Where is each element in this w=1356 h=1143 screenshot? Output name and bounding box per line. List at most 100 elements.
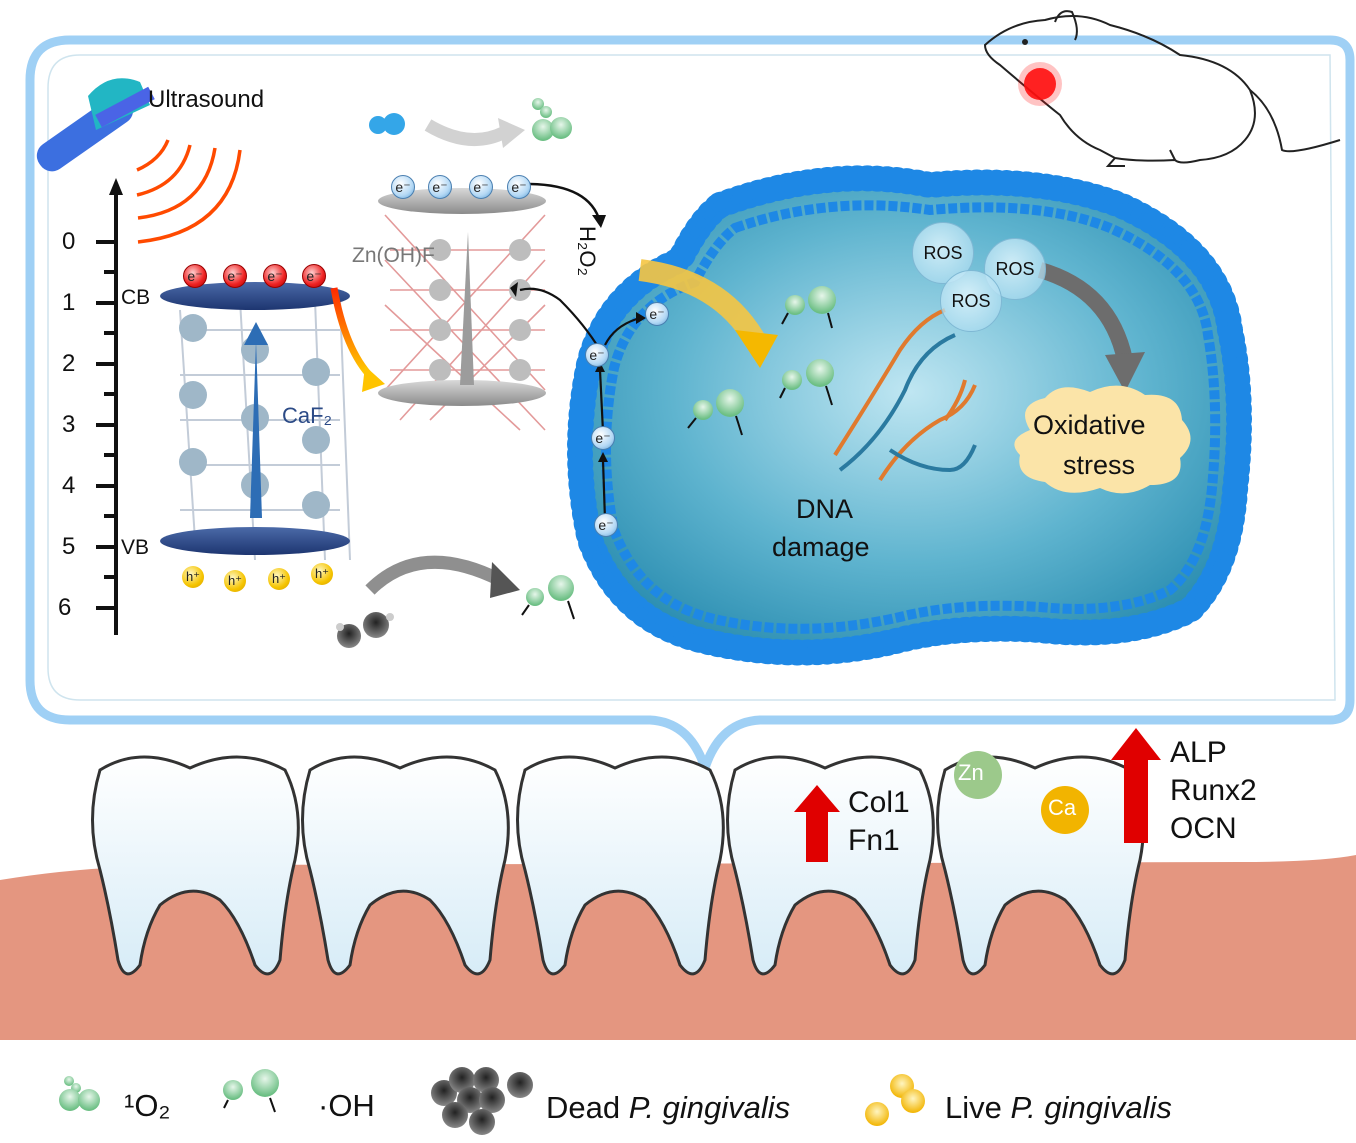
axis-tick-0: 0 bbox=[62, 228, 76, 255]
dead-bacteria-molecule-icon bbox=[336, 612, 394, 648]
axis-arrowhead bbox=[109, 178, 123, 195]
axis-tick-3: 3 bbox=[62, 411, 76, 438]
electron-icon: e⁻ bbox=[645, 302, 669, 326]
ros-to-stress-arrow bbox=[1037, 262, 1133, 362]
hole-icon: h⁺ bbox=[224, 570, 246, 592]
legend-hydroxyl-radical-label: ·OH bbox=[318, 1088, 375, 1123]
znohf-gap-arrow bbox=[460, 232, 474, 385]
sound-wave-icon bbox=[136, 139, 242, 244]
tooth-5 bbox=[936, 755, 1145, 976]
hydroxyl-radical-icon bbox=[521, 575, 575, 620]
vb-label: VB bbox=[121, 536, 150, 559]
legend-dead-prefix: Dead bbox=[546, 1090, 629, 1125]
legend-hydroxyl-radical-icon bbox=[223, 1069, 279, 1113]
axis-tick-6: 6 bbox=[58, 594, 72, 621]
ultrasound-probe-icon bbox=[36, 78, 155, 172]
h2o2-influx-arrowhead bbox=[735, 330, 778, 368]
tooth-4 bbox=[726, 755, 935, 976]
tooth-3 bbox=[516, 755, 725, 976]
electron-icon: e⁻ bbox=[585, 343, 609, 367]
oxidative-stress-label-line2: stress bbox=[1063, 450, 1136, 480]
mouse-illustration bbox=[983, 10, 1341, 167]
excitation-arrowhead bbox=[244, 322, 268, 345]
dna-double-helix-icon bbox=[833, 308, 977, 482]
electron-transport-arrows bbox=[519, 287, 641, 521]
electron-icon: e⁻ bbox=[223, 264, 247, 288]
legend-live-bacteria-label: Live P. gingivalis bbox=[945, 1090, 1172, 1126]
electron-icon: e⁻ bbox=[263, 264, 287, 288]
excitation-arrow bbox=[250, 340, 262, 518]
mouse-eye bbox=[1022, 39, 1028, 45]
h2o2-influx-arrow bbox=[638, 259, 765, 346]
znohf-vb-disc bbox=[378, 380, 546, 406]
hydroxyl-radicals-in-cell bbox=[687, 286, 836, 436]
upregulation-arrow-left bbox=[794, 785, 840, 862]
electron-icon: e⁻ bbox=[507, 175, 531, 199]
axis-tick-1: 1 bbox=[62, 289, 76, 316]
oxidative-stress-label-line1: Oxidative bbox=[1033, 410, 1146, 440]
dna-damage-label-line1: DNA bbox=[796, 494, 854, 524]
oxygen-conversion-arrowhead bbox=[498, 118, 525, 148]
upregulation-arrow-right bbox=[1111, 728, 1161, 843]
ultrasound-label: Ultrasound bbox=[148, 86, 265, 113]
electron-icon: e⁻ bbox=[391, 175, 415, 199]
oxidative-stress-cloud bbox=[1014, 385, 1191, 494]
oxygen-molecule-icon bbox=[369, 113, 405, 135]
legend-singlet-oxygen-icon bbox=[59, 1076, 100, 1111]
marker-runx2: Runx2 bbox=[1170, 774, 1257, 807]
electron-transfer-arrow bbox=[330, 287, 375, 381]
electron-transport-arrowheads bbox=[510, 282, 646, 462]
legend-dead-bacteria-label: Dead P. gingivalis bbox=[546, 1090, 790, 1126]
caf2-atoms bbox=[179, 314, 330, 519]
tooth-1 bbox=[91, 755, 300, 976]
marker-fn1: Fn1 bbox=[848, 824, 900, 857]
oxygen-conversion-arrow bbox=[424, 119, 508, 147]
legend-live-species: P. gingivalis bbox=[1010, 1090, 1172, 1125]
electron-transfer-arrowhead bbox=[362, 366, 385, 392]
hole-icon: h⁺ bbox=[311, 563, 333, 585]
hydroxyl-generation-arrowhead bbox=[490, 562, 520, 598]
h2o2-label: H₂O₂ bbox=[575, 226, 600, 277]
hole-icon: h⁺ bbox=[182, 566, 204, 588]
electron-icon: e⁻ bbox=[594, 513, 618, 537]
tooth-2 bbox=[301, 755, 510, 976]
legend-dead-species: P. gingivalis bbox=[628, 1090, 791, 1125]
electron-icon: e⁻ bbox=[302, 264, 326, 288]
hydroxyl-generation-arrow bbox=[365, 555, 503, 595]
znohf-label: Zn(OH)F bbox=[352, 244, 435, 267]
h2o2-arrow bbox=[529, 182, 602, 223]
electron-icon: e⁻ bbox=[469, 175, 493, 199]
electron-icon: e⁻ bbox=[428, 175, 452, 199]
cb-label: CB bbox=[121, 286, 151, 309]
hole-icon: h⁺ bbox=[268, 568, 290, 590]
legend-live-bacteria-icon bbox=[865, 1074, 925, 1126]
ros-to-stress-arrowhead bbox=[1105, 352, 1145, 392]
bacterial-cell bbox=[567, 165, 1252, 666]
mouse-injection-glow bbox=[1018, 62, 1062, 106]
znohf-cb-disc bbox=[378, 188, 546, 214]
calcium-ion-icon bbox=[1041, 786, 1089, 834]
marker-col1: Col1 bbox=[848, 786, 910, 819]
ros-bubble: ROS bbox=[940, 270, 1002, 332]
zinc-ion-label: Zn bbox=[958, 760, 984, 785]
electron-icon: e⁻ bbox=[183, 264, 207, 288]
singlet-oxygen-icon bbox=[532, 98, 572, 141]
mouse-injection-site-marker bbox=[1024, 68, 1056, 100]
teeth-row bbox=[91, 755, 1145, 976]
calcium-ion-label: Ca bbox=[1048, 795, 1077, 820]
marker-ocn: OCN bbox=[1170, 812, 1237, 845]
valence-band-disc bbox=[160, 527, 350, 555]
axis-tick-5: 5 bbox=[62, 533, 76, 560]
energy-axis bbox=[96, 188, 118, 635]
h2o2-arrowhead bbox=[592, 215, 606, 228]
caf2-label: CaF₂ bbox=[282, 403, 333, 428]
znohf-atoms bbox=[429, 239, 531, 381]
zinc-ion-icon bbox=[954, 751, 1002, 799]
marker-alp: ALP bbox=[1170, 736, 1227, 769]
electron-icon: e⁻ bbox=[591, 426, 615, 450]
conduction-band-disc bbox=[160, 282, 350, 310]
axis-tick-4: 4 bbox=[62, 472, 76, 499]
axis-tick-2: 2 bbox=[62, 350, 76, 377]
legend-dead-bacteria-icon bbox=[431, 1067, 533, 1135]
